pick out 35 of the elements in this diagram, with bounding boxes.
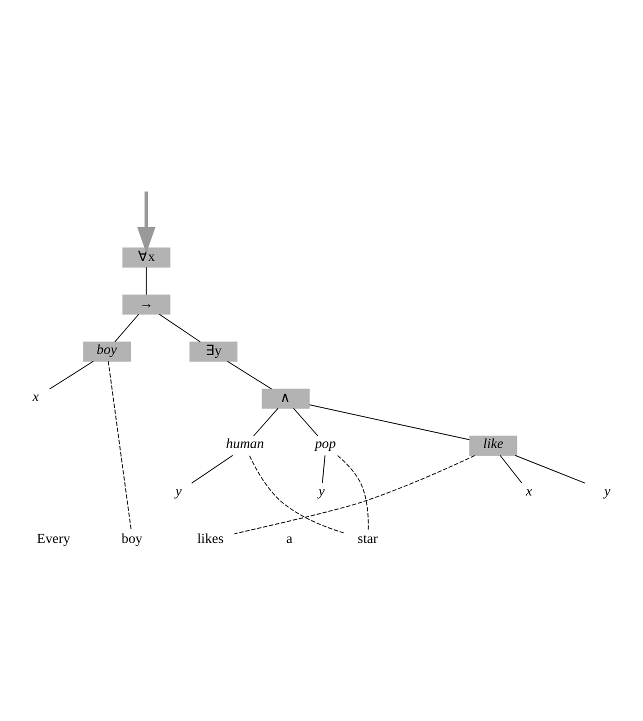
node-text: x (32, 390, 39, 405)
node-text: human (226, 436, 264, 452)
node-text: likes (197, 532, 224, 547)
connector (226, 360, 272, 389)
node-text: a (286, 532, 292, 547)
node-box: → (122, 294, 170, 314)
node-text: x (526, 484, 532, 499)
connector (253, 407, 278, 436)
connector (108, 360, 132, 530)
node-text: boy (121, 532, 142, 547)
node-text: y (604, 484, 610, 499)
connector (114, 313, 140, 342)
connector (293, 407, 318, 436)
node-box: ∃y (189, 341, 238, 362)
connector (514, 454, 586, 484)
connector (322, 454, 326, 483)
node-text: y (318, 484, 325, 499)
node-text: pop (314, 436, 336, 452)
node-text: y (176, 484, 182, 499)
node-box: ∧ (262, 388, 310, 408)
connector (158, 313, 201, 342)
node-box: like (469, 435, 518, 456)
node-box: boy (83, 341, 132, 362)
node-box: ∀x (122, 247, 170, 268)
connector (249, 454, 344, 533)
connector (49, 360, 94, 389)
connector (309, 404, 470, 440)
connector (337, 454, 369, 530)
connector (234, 454, 476, 534)
connector (146, 266, 147, 295)
arrow (137, 191, 156, 253)
connector (500, 454, 522, 483)
node-text: Every (36, 532, 70, 547)
connector (191, 454, 234, 484)
node-text: star (358, 532, 378, 547)
